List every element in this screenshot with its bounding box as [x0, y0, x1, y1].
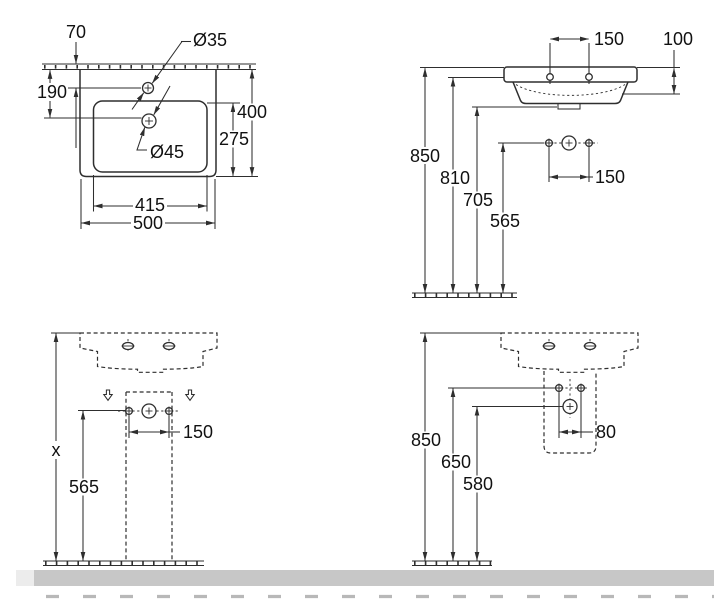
wall-fittings — [540, 135, 598, 151]
dim-label-650: 650 — [441, 452, 471, 472]
dia45-leader — [136, 85, 171, 151]
dim-label-565-wall: 565 — [490, 211, 520, 231]
dim-label-810: 810 — [440, 168, 470, 188]
bowl-profile-hidden — [515, 84, 626, 96]
floor-strip-light-square — [16, 570, 34, 586]
floor-hatch-bar-bottom-right — [412, 560, 492, 567]
dim-label-190: 190 — [37, 82, 67, 102]
basin-hidden-outline — [79, 332, 218, 373]
dim-100 — [622, 50, 680, 95]
basin-body-section — [512, 81, 629, 105]
semi-pedestal-hidden-outline — [543, 371, 597, 454]
floor-hatch-bar-bottom-left — [43, 560, 204, 567]
dim-label-275: 275 — [219, 129, 249, 149]
view-plan: 70 190 Ø35 Ø45 400 275 415 500 — [36, 22, 269, 233]
pedestal-hidden-outline — [125, 391, 173, 560]
fixing-hole-left — [121, 339, 135, 353]
basin-outer-outline — [79, 69, 217, 178]
view-front-semi-pedestal: 850 650 580 80 — [409, 332, 639, 567]
dim-label-500: 500 — [133, 213, 163, 233]
basin-hidden-outline — [500, 332, 639, 373]
down-arrow-icon — [184, 389, 196, 402]
dim-label-565-pedestal: 565 — [69, 477, 99, 497]
dim-850-wall — [420, 66, 504, 293]
dim-label-150-pedestal: 150 — [183, 422, 213, 442]
dim-label-705: 705 — [463, 190, 493, 210]
view-front-wall-hung: 150 100 850 810 705 565 150 — [408, 29, 693, 299]
fittings — [551, 379, 589, 418]
dim-650 — [448, 387, 556, 561]
fixing-hole-right — [585, 73, 593, 81]
dim-label-850-wall: 850 — [410, 146, 440, 166]
fixing-hole-left — [542, 339, 556, 353]
floor-strip-bar — [34, 570, 714, 586]
dim-label-80: 80 — [596, 422, 616, 442]
dim-label-dia35: Ø35 — [193, 30, 227, 50]
dim-150-bottom — [548, 147, 593, 182]
dim-label-100: 100 — [663, 29, 693, 49]
basin-rim-section — [503, 66, 638, 83]
dim-70 — [65, 42, 141, 148]
dim-400 — [216, 69, 258, 178]
dim-80 — [558, 392, 593, 438]
wall-hatch-bar — [42, 63, 256, 71]
dim-label-70: 70 — [66, 22, 86, 42]
dim-label-x: x — [52, 440, 61, 460]
dim-label-415: 415 — [135, 195, 165, 215]
floor-strip — [16, 570, 714, 599]
dim-label-580: 580 — [463, 474, 493, 494]
dim-label-150-bottom: 150 — [595, 167, 625, 187]
dim-label-850-semi: 850 — [411, 430, 441, 450]
dim-label-150-top: 150 — [594, 29, 624, 49]
dim-150-top — [549, 36, 590, 73]
down-arrow-icon — [102, 389, 114, 402]
drain-fitting — [557, 102, 581, 110]
dia35-leader — [131, 40, 191, 110]
fixing-hole-left — [546, 73, 554, 81]
basin-bowl-outline — [92, 100, 208, 173]
fixing-hole-right — [162, 339, 176, 353]
floor-hatch-bar-top-right — [412, 292, 517, 299]
dim-label-400: 400 — [237, 102, 267, 122]
fixing-hole-right — [583, 339, 597, 353]
view-front-pedestal: x 565 150 — [43, 332, 218, 567]
dim-label-dia45: Ø45 — [150, 142, 184, 162]
supply-fittings — [118, 403, 180, 419]
dim-150-pedestal — [128, 415, 180, 438]
